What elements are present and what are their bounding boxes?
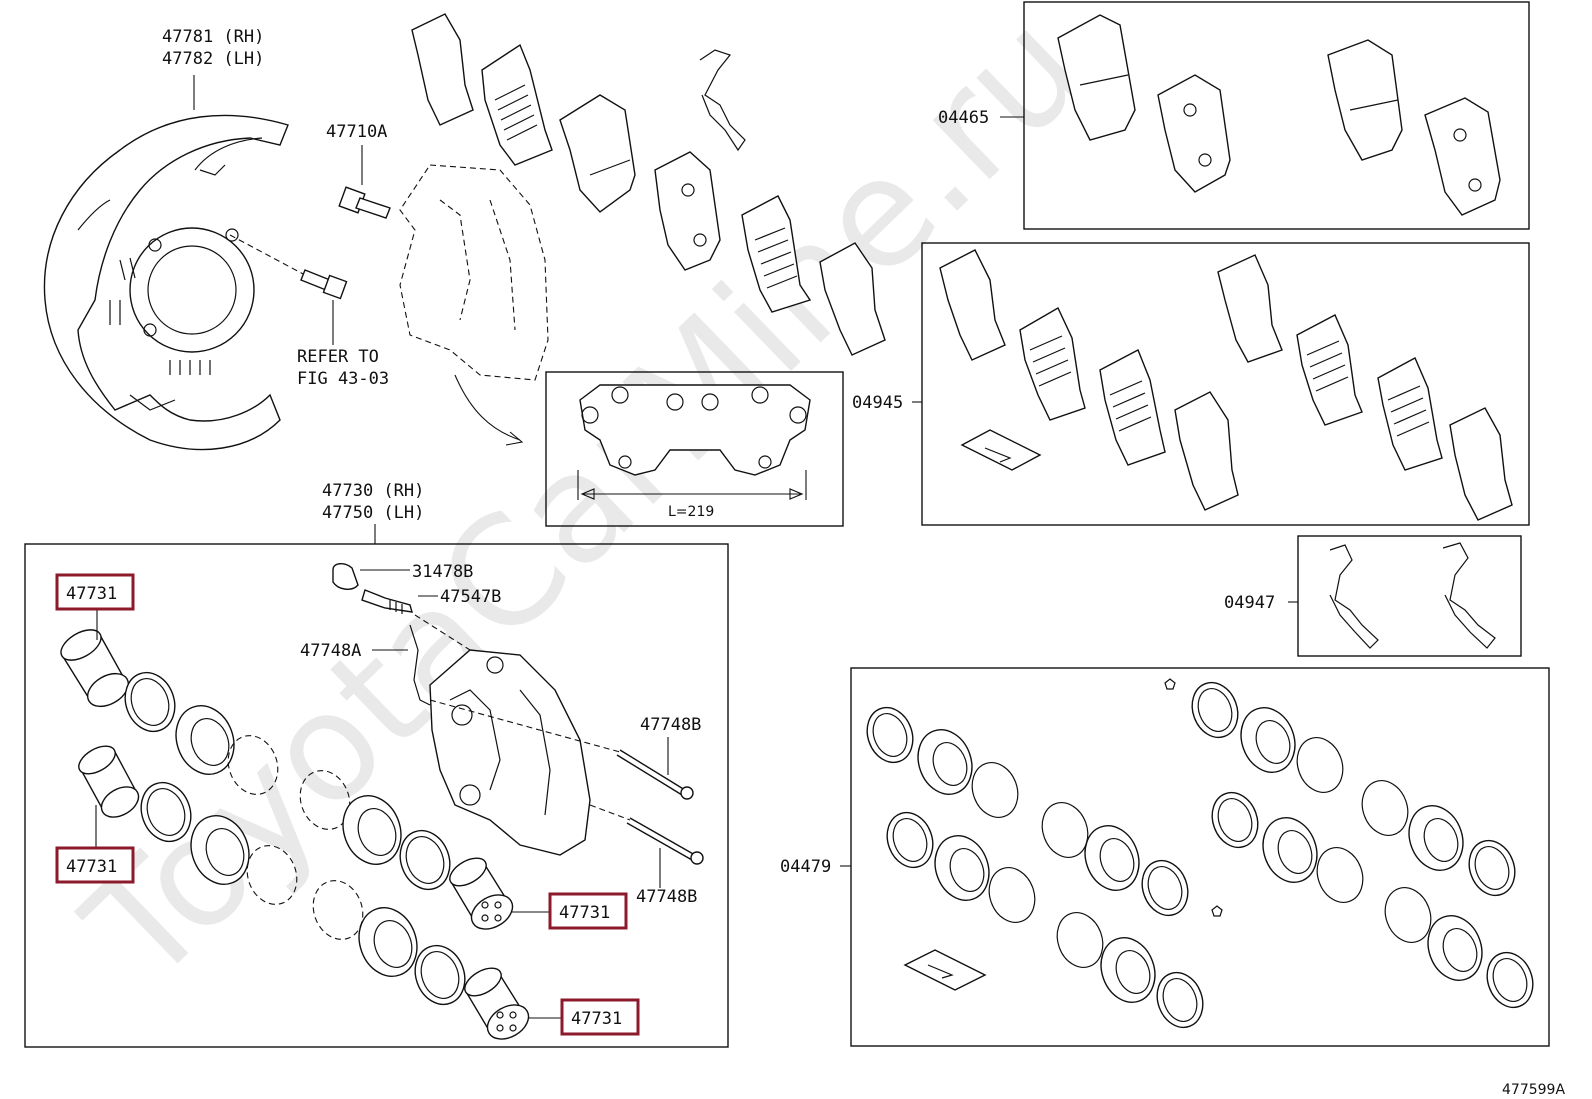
label-04947: 04947 <box>1224 593 1275 613</box>
seal-ring[interactable] <box>392 824 458 897</box>
label-47731-top-left: 47731 <box>66 584 117 604</box>
dust-boot[interactable] <box>182 808 259 893</box>
piston-label-box-mid-left[interactable] <box>55 846 135 884</box>
label-47750: 47750 (LH) <box>322 503 424 523</box>
label-04479: 04479 <box>780 857 831 877</box>
piston-label-box-mid-right[interactable] <box>548 892 628 930</box>
refer-to-label: REFER TO <box>297 347 379 367</box>
dust-boot[interactable] <box>167 698 244 783</box>
kit-04465-pads[interactable] <box>1057 14 1501 216</box>
clip-47748A[interactable] <box>409 624 431 706</box>
label-04945: 04945 <box>852 393 903 413</box>
dust-shield-drawing[interactable] <box>43 114 289 451</box>
label-47731-mid-left: 47731 <box>66 857 117 877</box>
caliper-ghost-upper <box>399 164 549 381</box>
kit-04465-box <box>1023 1 1530 230</box>
piston-left-lower[interactable] <box>74 740 144 823</box>
kit-04945-box <box>921 242 1530 526</box>
kit-04479-box <box>850 667 1550 1047</box>
piston-label-box-bottom-right[interactable] <box>560 998 640 1036</box>
piston-left-upper[interactable] <box>56 624 134 714</box>
dust-boot[interactable] <box>334 788 411 873</box>
label-47748B-top: 47748B <box>640 715 701 735</box>
label-47748A: 47748A <box>300 641 361 661</box>
kit-04945-pads[interactable] <box>939 249 1513 521</box>
label-47730: 47730 (RH) <box>322 481 424 501</box>
label-47731-mid-right: 47731 <box>559 903 610 923</box>
caliper-body[interactable] <box>429 649 591 856</box>
kit-04479-seals[interactable] <box>860 676 1540 1034</box>
slide-pin-top[interactable] <box>616 749 694 800</box>
seal-ring[interactable] <box>117 666 183 739</box>
piston-label-box-top-left[interactable] <box>55 573 135 611</box>
label-47782: 47782 (LH) <box>162 49 264 69</box>
bolt-47710A[interactable] <box>338 186 391 219</box>
refer-fig-label: FIG 43-03 <box>297 369 389 389</box>
kit-04947-box <box>1297 535 1522 657</box>
brake-pads-main[interactable] <box>411 13 886 356</box>
kit-04947-clips[interactable] <box>1329 542 1496 649</box>
mounting-bolt[interactable] <box>300 269 348 300</box>
bleeder-screw[interactable] <box>361 589 413 614</box>
bleeder-cap[interactable] <box>332 563 359 590</box>
label-47748B-bottom: 47748B <box>636 887 697 907</box>
label-47731-bottom-right: 47731 <box>571 1009 622 1029</box>
caliper-length-detail <box>545 371 844 527</box>
slide-pin-bottom[interactable] <box>626 817 704 865</box>
caliper-length-outline[interactable] <box>579 384 811 476</box>
label-47547B: 47547B <box>440 587 501 607</box>
label-47781: 47781 (RH) <box>162 27 264 47</box>
diagram-code: 477599A <box>1502 1082 1565 1098</box>
anti-squeal-clip-top[interactable] <box>699 49 746 152</box>
piston-right-upper[interactable] <box>445 852 518 936</box>
piston-right-lower[interactable] <box>460 962 534 1046</box>
dust-boot[interactable] <box>350 900 427 985</box>
length-note: L=219 <box>668 504 714 520</box>
caliper-assembly-box <box>24 543 729 1048</box>
label-31478B: 31478B <box>412 562 473 582</box>
label-04465: 04465 <box>938 108 989 128</box>
label-47710A: 47710A <box>326 122 387 142</box>
